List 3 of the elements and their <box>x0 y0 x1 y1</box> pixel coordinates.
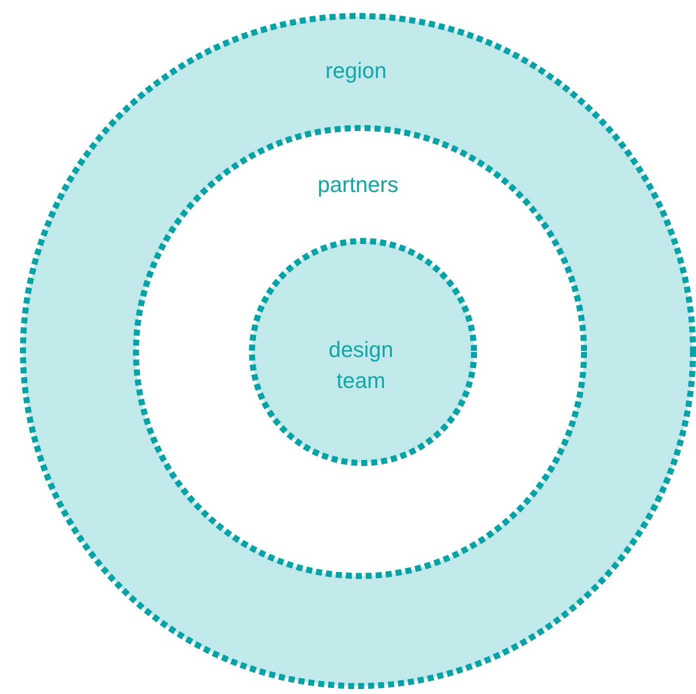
circle-label: partners <box>316 171 400 199</box>
circle-label: design team <box>328 336 394 395</box>
circle-label: region <box>324 57 388 85</box>
